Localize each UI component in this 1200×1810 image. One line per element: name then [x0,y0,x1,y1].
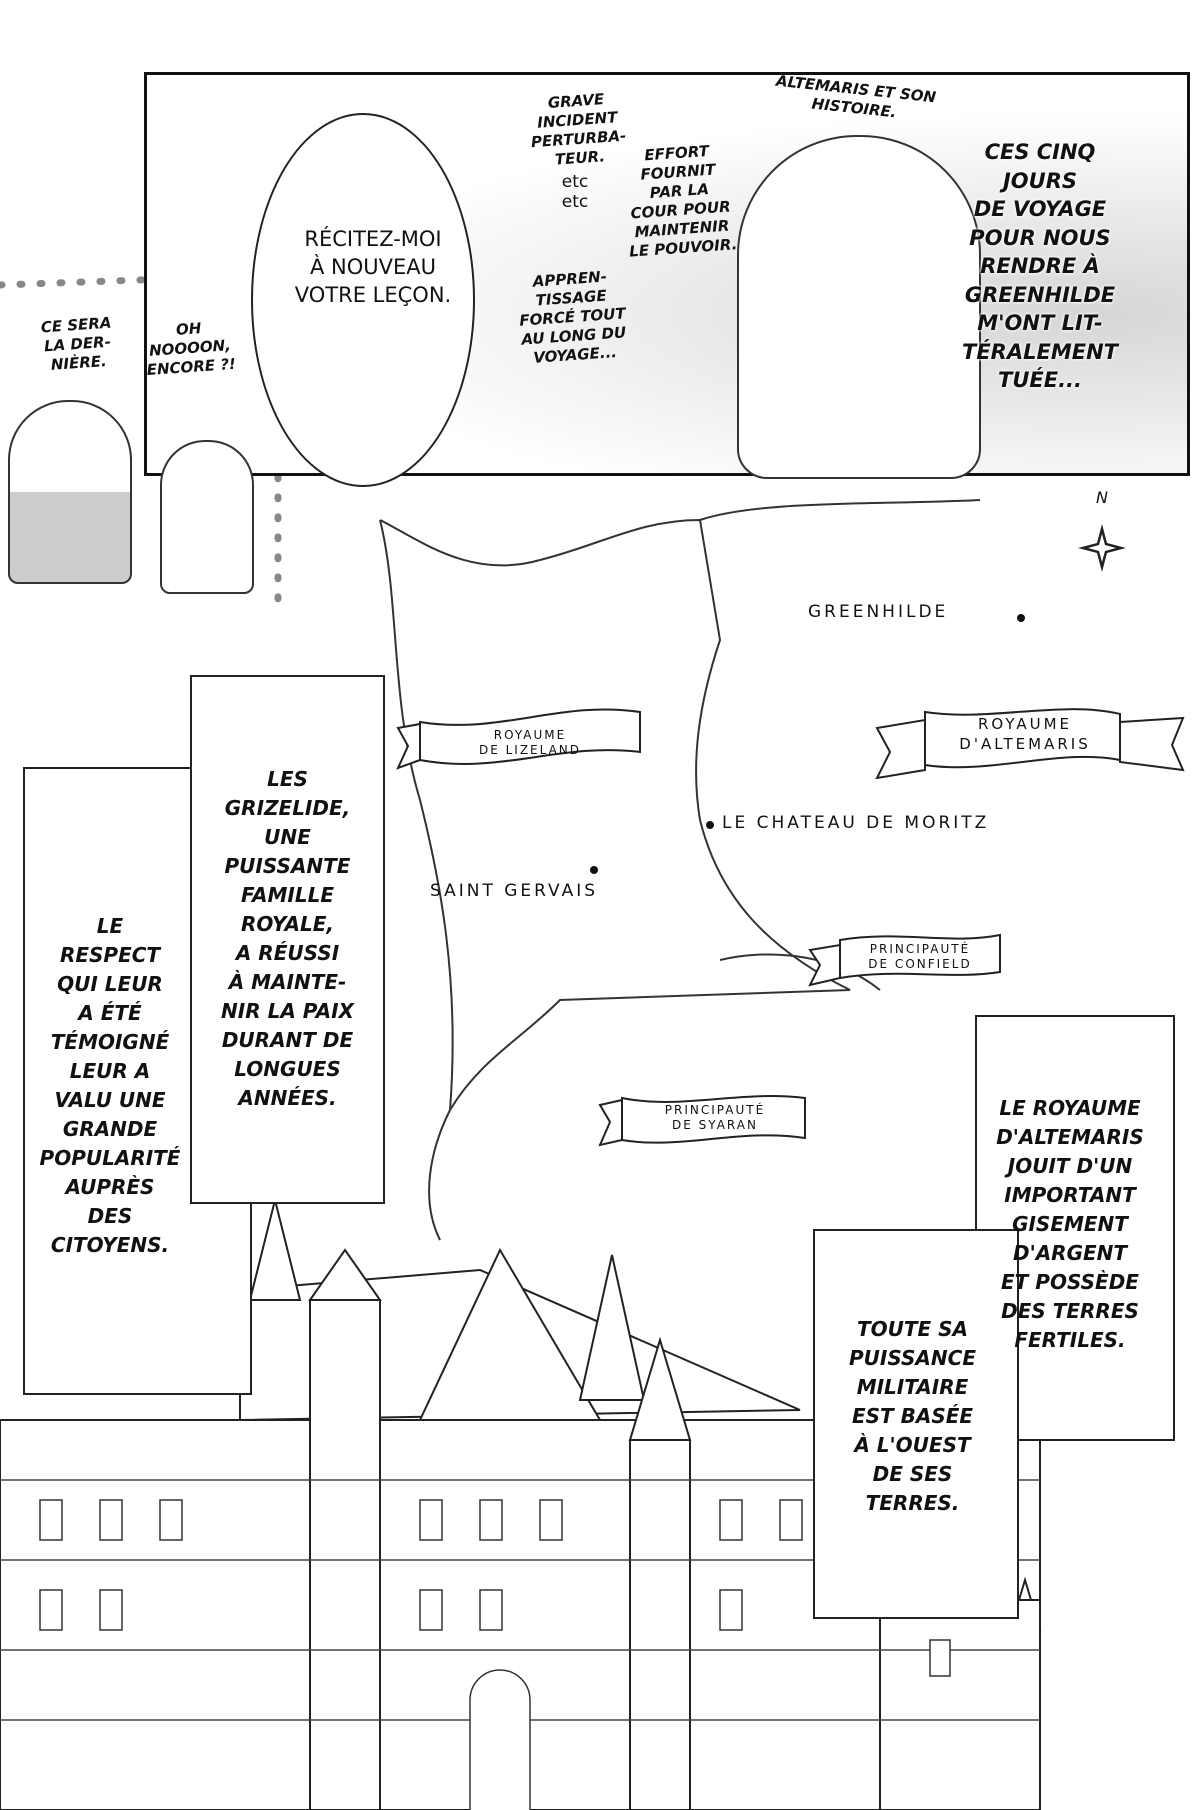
note-etc: etc etc [561,172,589,212]
note-apprentissage: APPREN- TISSAGE FORCÉ TOUT AU LONG DU VO… [518,267,627,367]
speech-bubble-text: RÉCITEZ-MOI À NOUVEAU VOTRE LEÇON. [294,227,452,307]
narration-respect: LE RESPECT QUI LEUR A ÉTÉ TÉMOIGNÉ LEUR … [39,914,181,1257]
narration-militaire: TOUTE SA PUISSANCE MILITAIRE EST BASÉE À… [849,1317,976,1515]
narration-box-militaire [813,1229,1019,1619]
inset-line-2: OH NOOOON, ENCORE ?! [146,319,237,380]
map-label-chateau-moritz: LE CHATEAU DE MORITZ [722,813,990,833]
compass-rose-icon [1078,524,1126,572]
compass-north-label: N [1096,488,1108,507]
narration-box-grizelide [190,675,385,1204]
map-banner-syaran: PRINCIPAUTÉ DE SYARAN [664,1103,766,1132]
speech-bubble [251,113,475,487]
character-tutor [8,400,132,584]
inset-line-1: CE SERA LA DER- NIÈRE. [40,313,113,374]
narration-grizelide: LES GRIZELIDE, UNE PUISSANTE FAMILLE ROY… [221,767,354,1110]
top-panel [144,72,1190,487]
narration-altemaris: LE ROYAUME D'ALTEMARIS JOUIT D'UN IMPORT… [996,1096,1144,1352]
map-banner-altemaris: ROYAUME D'ALTEMARIS [959,715,1091,753]
character-princess-back [160,440,254,594]
monologue-text: CES CINQ JOURS DE VOYAGE POUR NOUS RENDR… [962,140,1118,392]
map-label-greenhilde: GREENHILDE [808,602,949,622]
character-altemaris-princess [737,135,981,479]
map-banner-confield: PRINCIPAUTÉ DE CONFIELD [868,942,972,971]
map-label-saint-gervais: SAINT GERVAIS [430,881,599,901]
note-effort: EFFORT FOURNIT PAR LA COUR POUR MAINTENI… [628,141,738,261]
map-banner-lizeland: ROYAUME DE LIZELAND [478,728,582,757]
